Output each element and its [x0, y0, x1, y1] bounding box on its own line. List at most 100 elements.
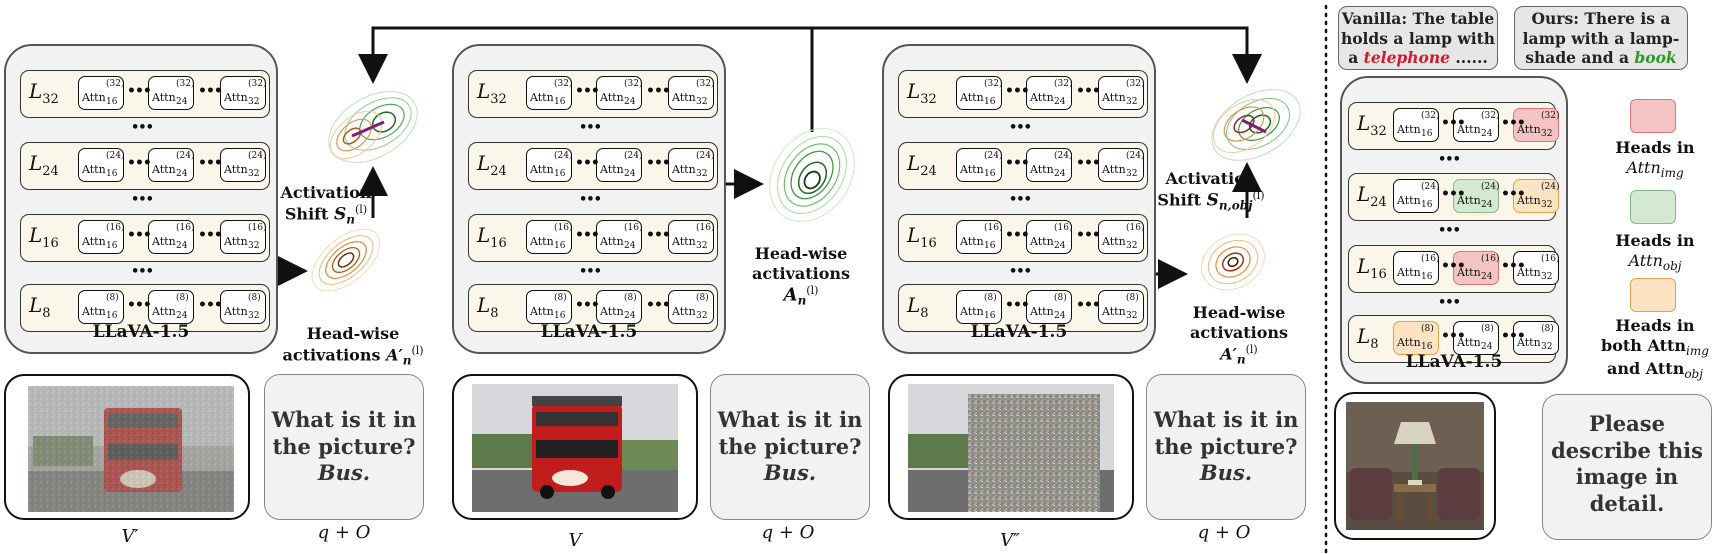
attention-head: Attn(24)24 — [148, 148, 194, 182]
vertical-ellipsis: ••• — [131, 264, 154, 279]
legend-obj-heads — [1630, 190, 1676, 224]
attention-head: Attn(24)16 — [526, 148, 572, 182]
distribution-shifted-2 — [1211, 89, 1301, 161]
ellipsis: ••• — [1076, 227, 1101, 243]
ellipsis: ••• — [575, 297, 600, 313]
vertical-ellipsis: ••• — [1009, 264, 1032, 279]
ellipsis: ••• — [1076, 297, 1101, 313]
attention-head: Attn(16)16 — [1393, 251, 1439, 285]
legend-both-heads — [1630, 278, 1676, 312]
attention-head: Attn(24)24 — [1026, 148, 1072, 182]
ellipsis: ••• — [198, 155, 223, 171]
activation-shift-label-2: Activation Shift Sn,obj(l) — [1157, 169, 1265, 213]
attention-head: Attn(32)16 — [956, 76, 1002, 110]
attention-head: Attn(24)32 — [1098, 148, 1144, 182]
attention-head: Attn(16)16 — [526, 220, 572, 254]
bus-image-clean — [472, 384, 678, 512]
attention-head: Attn(8)32 — [1513, 321, 1559, 355]
ellipsis: ••• — [1501, 115, 1526, 131]
vertical-ellipsis: ••• — [131, 192, 154, 207]
ellipsis: ••• — [127, 155, 152, 171]
image-box-noisy — [4, 374, 250, 520]
panel-title: LLaVA-1.5 — [540, 322, 638, 342]
ellipsis: ••• — [1005, 83, 1030, 99]
ellipsis: ••• — [1441, 258, 1466, 274]
attention-head: Attn(8)16 — [78, 290, 124, 324]
caption-v-prime: V′ — [121, 526, 139, 547]
top-connector — [358, 26, 814, 132]
attention-head: Attn(8)32 — [220, 290, 266, 324]
ellipsis: ••• — [646, 155, 671, 171]
attention-head: Attn(8)24 — [596, 290, 642, 324]
bus-image-masked — [908, 384, 1114, 512]
ellipsis: ••• — [127, 297, 152, 313]
ellipsis: ••• — [198, 83, 223, 99]
attention-head: Attn(8)16 — [526, 290, 572, 324]
room-image — [1346, 402, 1484, 530]
attention-head: Attn(32)16 — [1393, 108, 1439, 142]
panel-title: LLaVA-1.5 — [970, 322, 1068, 342]
ellipsis: ••• — [127, 227, 152, 243]
ellipsis: ••• — [1005, 155, 1030, 171]
vertical-ellipsis: ••• — [1438, 152, 1461, 167]
vertical-ellipsis: ••• — [1438, 295, 1461, 310]
vertical-ellipsis: ••• — [579, 192, 602, 207]
attention-head: Attn(32)16 — [526, 76, 572, 110]
ellipsis: ••• — [575, 155, 600, 171]
ellipsis: ••• — [646, 227, 671, 243]
attention-head: Attn(8)16 — [1393, 321, 1439, 355]
ellipsis: ••• — [646, 297, 671, 313]
ellipsis: ••• — [1501, 258, 1526, 274]
activation-shift-label-1: Activation Shift Sn(l) — [280, 183, 372, 227]
attention-head: Attn(8)16 — [956, 290, 1002, 324]
vertical-ellipsis: ••• — [1009, 192, 1032, 207]
layer-label: L32 — [29, 79, 59, 107]
layer-label: L24 — [1357, 182, 1387, 210]
layer-label: L24 — [477, 151, 507, 179]
attention-head: Attn(32)16 — [78, 76, 124, 110]
layer-label: L8 — [29, 293, 51, 321]
distribution-clean — [769, 128, 855, 222]
layer-label: L24 — [907, 151, 937, 179]
attention-head: Attn(32)32 — [1098, 76, 1144, 110]
attention-head: Attn(16)24 — [148, 220, 194, 254]
attention-head: Attn(32)32 — [1513, 108, 1559, 142]
attention-head: Attn(24)16 — [78, 148, 124, 182]
caption-v-dprime: V″ — [1000, 530, 1020, 551]
vertical-ellipsis: ••• — [1009, 120, 1032, 135]
attention-head: Attn(8)32 — [1098, 290, 1144, 324]
attention-head: Attn(24)16 — [956, 148, 1002, 182]
image-box-masked — [888, 374, 1134, 520]
room-image-box — [1334, 392, 1496, 540]
vertical-ellipsis: ••• — [579, 120, 602, 135]
layer-label: L32 — [907, 79, 937, 107]
attention-head: Attn(24)24 — [1453, 179, 1499, 213]
attention-head: Attn(16)24 — [1026, 220, 1072, 254]
panel-title: LLaVA-1.5 — [1405, 352, 1503, 372]
attention-head: Attn(32)24 — [148, 76, 194, 110]
attention-head: Attn(24)32 — [1513, 179, 1559, 213]
legend-img-heads — [1630, 99, 1676, 133]
layer-label: L8 — [477, 293, 499, 321]
legend-both-label: Heads in both Attnimg and Attnobj — [1601, 316, 1709, 382]
caption-qo-1: q + O — [317, 522, 371, 543]
ellipsis: ••• — [1441, 186, 1466, 202]
attention-head: Attn(32)32 — [220, 76, 266, 110]
layer-label: L32 — [477, 79, 507, 107]
layer-label: L8 — [1357, 324, 1379, 352]
